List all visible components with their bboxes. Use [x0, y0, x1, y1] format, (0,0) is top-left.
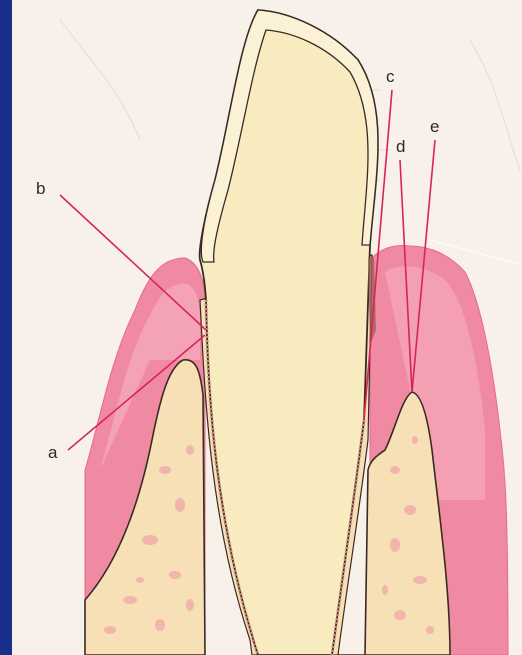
label-b: b: [36, 179, 45, 198]
label-a: a: [48, 443, 58, 462]
label-c: c: [386, 67, 395, 86]
label-d: d: [396, 137, 405, 156]
label-e: e: [430, 117, 439, 136]
